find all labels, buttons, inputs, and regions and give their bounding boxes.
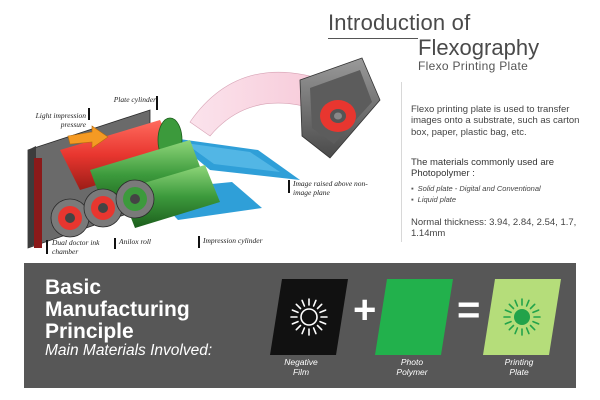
flexo-press-drawing (27, 57, 381, 254)
list-item: Solid plate - Digital and Conventional (411, 184, 591, 195)
printing-plate-icon (483, 279, 561, 355)
flexo-press-illustration: Light impression pressure Plate cylinder… (0, 40, 400, 256)
callout-impression-cylinder: Impression cylinder (203, 236, 263, 245)
callout-image-raised: Image raised above non-image plane (293, 179, 368, 197)
page-title-line2: Flexography (418, 35, 540, 60)
printing-plate-label-line2: Plate (509, 366, 529, 377)
negative-film-label: Negative Film (256, 357, 346, 378)
banner-title: Basic Manufacturing Principle (45, 276, 190, 343)
negative-film-icon (270, 279, 348, 355)
callout-doctor-chamber: Dual doctor ink chamber (52, 238, 100, 256)
printing-plate-card (483, 279, 561, 355)
callout-light-impression: Light impression pressure (35, 111, 86, 129)
materials-list: Solid plate - Digital and Conventional L… (411, 184, 591, 206)
negative-film-label-line2: Film (292, 366, 310, 377)
banner-subtitle: Main Materials Involved: (45, 342, 213, 359)
callout-anilox-roll: Anilox roll (119, 237, 152, 246)
page-title-line1: Introduction of (328, 10, 471, 35)
page-subtitle: Flexo Printing Plate (418, 59, 529, 73)
manufacturing-banner: Basic Manufacturing Principle Main Mater… (24, 263, 576, 388)
list-item: Liquid plate (411, 195, 591, 206)
negative-film-card (270, 279, 348, 355)
intro-text: Flexo printing plate is used to transfer… (411, 104, 580, 138)
plus-operator: + (353, 288, 377, 332)
photo-polymer-label: Photo Polymer (367, 357, 457, 378)
materials-heading: The materials commonly used are Photopol… (411, 157, 555, 180)
callout-plate-cylinder: Plate cylinder (113, 95, 156, 104)
negative-film-label-line1: Negative (284, 357, 318, 367)
printing-plate-label: Printing Plate (474, 357, 564, 378)
column-divider (401, 82, 402, 242)
photo-polymer-label-line2: Polymer (396, 366, 428, 377)
cylinder-ends (50, 179, 155, 238)
photo-polymer-card (375, 279, 453, 355)
title-underline (328, 38, 418, 39)
photo-polymer-label-line1: Photo (400, 357, 424, 367)
photo-polymer-icon (375, 279, 453, 355)
title-block: Introduction of Flexography Flexo Printi… (300, 8, 570, 73)
printing-plate-label-line1: Printing (504, 357, 534, 367)
equals-operator: = (457, 288, 481, 332)
raised-image-detail (299, 57, 381, 159)
pressure-arrow (67, 125, 109, 149)
thickness-text: Normal thickness: 3.94, 2.84, 2.54, 1.7,… (411, 217, 577, 240)
